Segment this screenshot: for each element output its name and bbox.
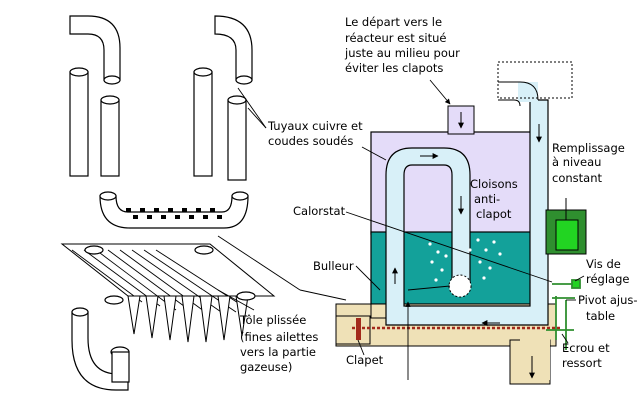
label-vis: Vis de réglage xyxy=(586,257,629,286)
elbow-bottom-left xyxy=(71,311,129,391)
label-cloisons: Cloisons anti- clapot xyxy=(470,177,521,221)
flow-arrows xyxy=(392,112,542,326)
straight-tubes xyxy=(69,67,247,181)
label-calorstat: Calorstat xyxy=(293,204,346,218)
clapet-valve xyxy=(356,318,361,340)
label-tuyaux: Tuyaux cuivre et coudes soudés xyxy=(267,119,366,148)
pleated-sheet xyxy=(60,243,276,343)
fill-tank-valve xyxy=(555,219,579,251)
label-ecrou: Ecrou et ressort xyxy=(562,341,613,370)
adjustment-mechanism xyxy=(546,279,581,350)
label-tole: Tôle plissée (fines ailettes vers la par… xyxy=(239,313,322,374)
bubbles xyxy=(428,238,502,282)
elbow-top-right xyxy=(214,15,253,81)
reactor-outlet-box xyxy=(497,61,573,99)
label-bulleur: Bulleur xyxy=(313,259,354,273)
reactor-section xyxy=(335,61,587,385)
bubbler-head xyxy=(448,274,472,298)
label-remplissage: Remplissage à niveau constant xyxy=(552,141,629,185)
label-depart: Le départ vers le réacteur est situé jus… xyxy=(344,15,464,75)
label-pivot: Pivot ajus- table xyxy=(578,293,640,323)
bubbler-u-tube xyxy=(99,191,249,229)
label-clapet: Clapet xyxy=(346,353,384,367)
tube-parts-exploded xyxy=(60,15,276,391)
